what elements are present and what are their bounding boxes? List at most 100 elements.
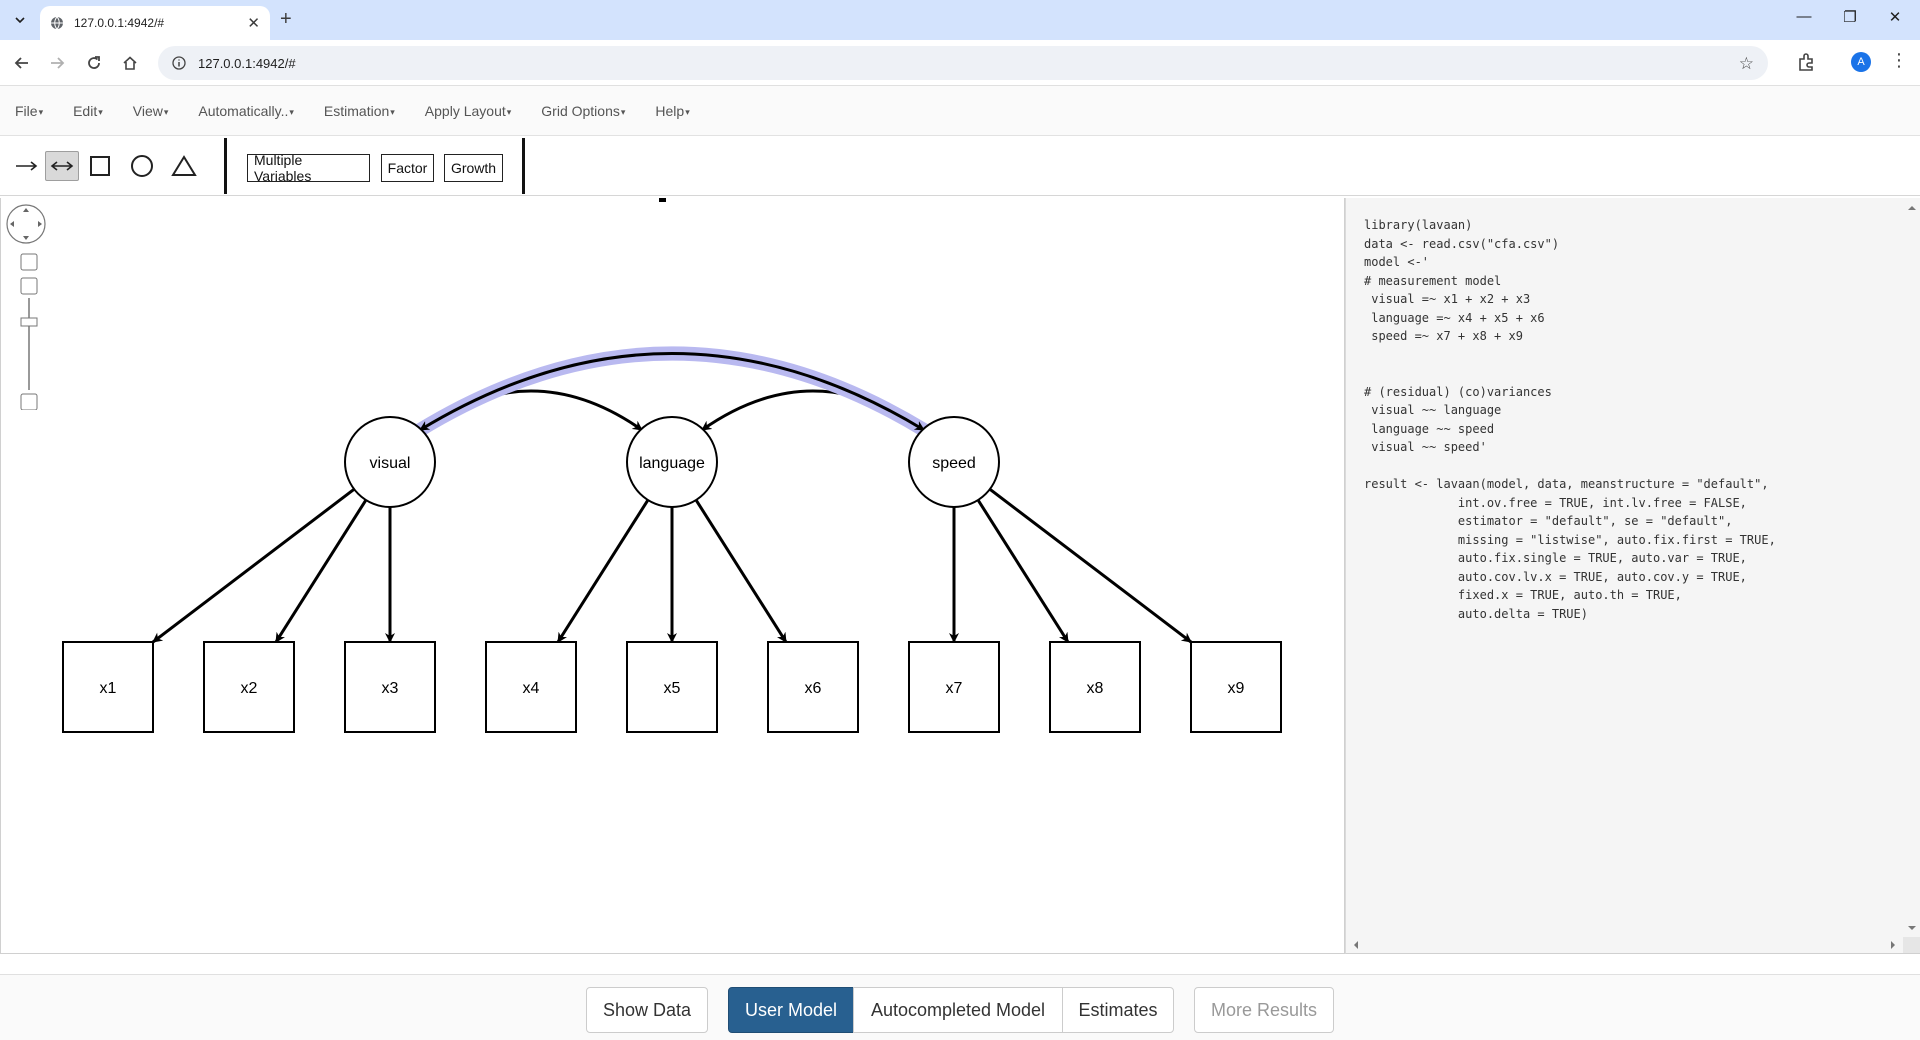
window-close-icon[interactable]: ✕ — [1888, 9, 1902, 26]
menu-estimation-label: Estimation — [323, 102, 390, 119]
star-icon[interactable]: ☆ — [1738, 54, 1754, 73]
caret-down-icon: ▾ — [390, 106, 395, 117]
latent-node-visual[interactable] — [344, 416, 436, 508]
menu-edit-label: Edit — [73, 102, 98, 119]
estimates-button[interactable]: Estimates — [1062, 987, 1174, 1033]
observed-label: x3 — [382, 680, 399, 697]
toolbar-divider — [522, 138, 525, 194]
menu-help[interactable]: Help▾ — [655, 103, 689, 119]
latent-node-speed[interactable] — [908, 416, 1000, 508]
zoom-in-button — [20, 253, 38, 271]
observed-label: x8 — [1087, 680, 1104, 697]
code-line: language =~ x4 + x5 + x6 — [1364, 310, 1545, 325]
minimize-icon[interactable]: — — [1796, 8, 1812, 25]
caret-down-icon: ▾ — [620, 106, 626, 117]
lavaan-code: library(lavaan)data <- read.csv("cfa.csv… — [1364, 216, 1894, 623]
menu-view[interactable]: View▾ — [133, 103, 169, 119]
menu-grid-options-label: Grid Options — [541, 102, 620, 119]
square-icon[interactable] — [83, 151, 117, 181]
double-arrow-icon[interactable] — [45, 151, 79, 181]
observed-node-x8[interactable] — [1049, 641, 1141, 733]
menu-automatically[interactable]: Automatically..▾ — [198, 103, 294, 119]
triangle-icon[interactable] — [167, 151, 201, 181]
menu-estimation[interactable]: Estimation▾ — [324, 103, 395, 119]
observed-node-x1[interactable] — [62, 641, 154, 733]
menu-edit[interactable]: Edit▾ — [73, 103, 103, 119]
caret-down-icon: ▾ — [506, 106, 512, 117]
autocompleted-model-button[interactable]: Autocompleted Model — [853, 987, 1063, 1033]
multiple-variables-button[interactable]: Multiple Variables — [247, 152, 370, 184]
loading-language-x6[interactable] — [694, 499, 788, 643]
observed-node-x2[interactable] — [203, 641, 295, 733]
reload-icon[interactable] — [82, 51, 106, 75]
close-icon[interactable]: ✕ — [247, 15, 260, 32]
factor-button[interactable]: Factor — [381, 154, 434, 182]
observed-node-x6[interactable] — [767, 641, 859, 733]
browser-tabbar: 127.0.0.1:4942/# ✕ + — ❐ ✕ — [0, 0, 1920, 40]
code-line: missing = "listwise", auto.fix.first = T… — [1364, 532, 1776, 547]
new-tab-icon[interactable]: + — [280, 8, 292, 30]
observed-label: x1 — [100, 680, 117, 697]
selection-marker — [659, 198, 666, 202]
loading-visual-x2[interactable] — [274, 499, 368, 643]
code-line: # (residual) (co)variances — [1364, 384, 1552, 399]
tab-list-icon[interactable] — [8, 8, 32, 32]
loading-language-x4[interactable] — [556, 499, 650, 643]
observed-label: x4 — [523, 680, 540, 697]
vertical-scrollbar[interactable] — [1904, 198, 1920, 938]
latent-label: visual — [370, 455, 411, 472]
browser-tab[interactable]: 127.0.0.1:4942/# ✕ — [40, 6, 270, 40]
horizontal-scrollbar[interactable] — [1346, 937, 1920, 953]
observed-label: x5 — [664, 680, 681, 697]
arrow-icon[interactable] — [10, 151, 44, 181]
code-line: visual ~~ speed' — [1364, 440, 1487, 454]
lavaan-code-panel[interactable]: library(lavaan)data <- read.csv("cfa.csv… — [1345, 198, 1920, 954]
show-data-button[interactable]: Show Data — [586, 987, 708, 1033]
globe-icon — [51, 16, 63, 30]
home-icon[interactable] — [118, 51, 142, 75]
observed-node-x9[interactable] — [1190, 641, 1282, 733]
site-info-icon[interactable] — [172, 56, 186, 70]
loading-speed-x8[interactable] — [976, 499, 1070, 643]
observed-node-x5[interactable] — [626, 641, 718, 733]
menu-automatically-label: Automatically.. — [198, 102, 289, 119]
covariance-visual-speed[interactable] — [419, 352, 925, 432]
zoom-control[interactable] — [5, 200, 51, 410]
latent-node-language[interactable] — [626, 416, 718, 508]
code-line: int.ov.free = TRUE, int.lv.free = FALSE, — [1364, 495, 1747, 510]
observed-node-x7[interactable] — [908, 641, 1000, 733]
menu-icon[interactable]: ⋮ — [1890, 50, 1908, 70]
loading-speed-x9[interactable] — [988, 488, 1192, 644]
growth-button[interactable]: Growth — [444, 154, 503, 182]
restore-icon[interactable]: ❐ — [1843, 9, 1857, 26]
menu-apply-layout[interactable]: Apply Layout▾ — [425, 103, 511, 119]
loading-visual-x1[interactable] — [152, 488, 356, 644]
menu-file[interactable]: File▾ — [15, 103, 43, 119]
address-bar[interactable]: 127.0.0.1:4942/# ☆ — [158, 46, 1768, 80]
latent-label: speed — [932, 455, 976, 472]
code-line: visual =~ x1 + x2 + x3 — [1364, 292, 1531, 306]
code-line: auto.delta = TRUE) — [1364, 606, 1588, 621]
code-line: # measurement model — [1364, 273, 1502, 288]
menu-grid-options[interactable]: Grid Options▾ — [541, 103, 625, 119]
menu-view-label: View — [132, 102, 163, 119]
user-model-button[interactable]: User Model — [728, 987, 854, 1033]
observed-node-x3[interactable] — [344, 641, 436, 733]
code-line: speed =~ x7 + x8 + x9 — [1364, 329, 1523, 343]
toolbar-divider — [224, 138, 227, 194]
avatar[interactable]: A — [1851, 52, 1871, 72]
more-results-button[interactable]: More Results — [1194, 987, 1334, 1033]
zoom-out-button — [20, 277, 38, 295]
code-line: visual ~~ language — [1364, 403, 1502, 417]
caret-down-icon: ▾ — [289, 106, 294, 117]
code-line: data <- read.csv("cfa.csv") — [1364, 236, 1560, 251]
observed-node-x4[interactable] — [485, 641, 577, 733]
circle-icon[interactable] — [125, 151, 159, 181]
code-line: model <-' — [1364, 255, 1430, 269]
forward-icon[interactable] — [45, 51, 69, 75]
extensions-icon[interactable] — [1796, 51, 1818, 73]
caret-down-icon: ▾ — [38, 106, 44, 117]
back-icon[interactable] — [10, 51, 34, 75]
caret-down-icon: ▾ — [685, 106, 690, 117]
